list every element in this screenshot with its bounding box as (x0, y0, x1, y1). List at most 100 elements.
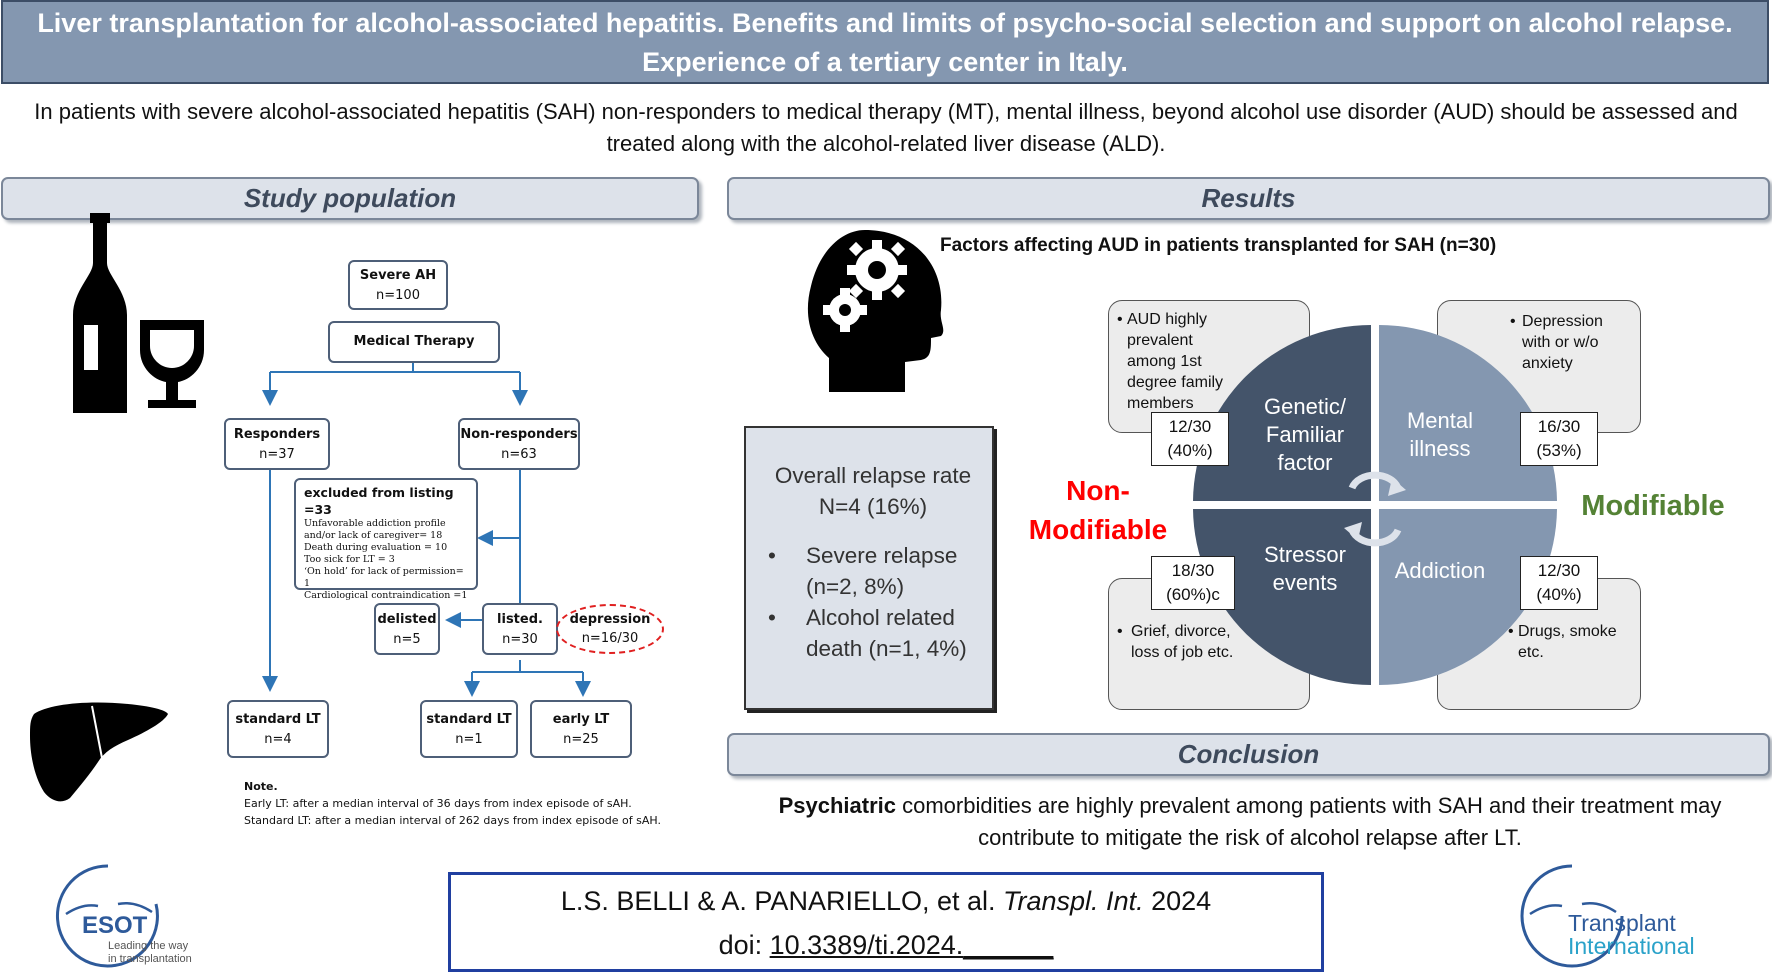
esot-tagline: Leading the way in transplantation (108, 940, 238, 966)
listed-count: n=30 (502, 632, 538, 647)
listed-box: listed. n=30 (482, 603, 558, 655)
doi-link[interactable]: 10.3389/ti.2024. (769, 930, 964, 960)
note-standard-lt: Standard LT: after a median interval of … (244, 814, 661, 827)
citation-box: L.S. BELLI & A. PANARIELLO, et al. Trans… (448, 872, 1324, 972)
page-title: Liver transplantation for alcohol-associ… (37, 8, 1733, 77)
note-title: Note. (244, 780, 278, 793)
relapse-bullet: • Severe relapse (n=2, 8%) (764, 540, 982, 602)
excluded-reason: Death during evaluation = 10 (304, 542, 448, 553)
standard-lt-count: n=1 (455, 732, 483, 747)
severe-ah-label: Severe AH (359, 268, 437, 283)
genetic-description-bound: AUD highly prevalent among 1st degree fa… (1127, 311, 1224, 412)
delisted-count: n=5 (393, 632, 421, 647)
key-message: In patients with severe alcohol-associat… (34, 99, 1738, 156)
conclusion-header-label: Conclusion (1177, 739, 1320, 769)
genetic-description: • AUD highly prevalent among 1st degree … (1117, 309, 1301, 414)
bullet-icon: • (768, 543, 776, 568)
esot-logo: ESOT Leading the way in transplantation (52, 860, 232, 972)
bullet-icon: • (768, 605, 776, 630)
medical-therapy-label: Medical Therapy (353, 334, 475, 349)
mental-description: • Depression with or w/o anxiety (1510, 311, 1630, 374)
note-early-lt: Early LT: after a median interval of 36 … (244, 797, 632, 810)
citation-line: L.S. BELLI & A. PANARIELLO, et al. Trans… (451, 879, 1321, 923)
transplant-international-logo: Transplant International (1518, 862, 1738, 972)
study-population-header: Study population (1, 177, 699, 220)
addiction-fraction: 12/30 (40%) (1520, 556, 1598, 610)
standard-lt-responders-box: standard LT n=4 (227, 700, 329, 758)
excluded-reason: Unfavorable addiction profile and/or lac… (304, 518, 446, 541)
relapse-title: Overall relapse rate (774, 463, 972, 488)
bullet-icon: • (1508, 623, 1514, 640)
title-banner: Liver transplantation for alcohol-associ… (1, 0, 1769, 84)
bullet-icon: • (1510, 313, 1516, 330)
mental-illness-label: Mental illness (1406, 408, 1474, 461)
doi-line: doi: 10.3389/ti.2024.______ (451, 923, 1321, 967)
mental-fraction: 16/30 (53%) (1520, 412, 1598, 466)
early-lt-box: early LT n=25 (530, 700, 632, 758)
standard-lt-label: standard LT (235, 712, 321, 727)
wine-glass-icon (140, 320, 204, 408)
mental-description-box: • Depression with or w/o anxiety (1437, 300, 1641, 433)
conclusion-bold: Psychiatric (778, 793, 896, 818)
wine-bottle-icon (73, 213, 127, 413)
depression-count: n=16/30 (581, 631, 639, 646)
responders-label: Responders (233, 427, 321, 442)
citation-year: 2024 (1143, 886, 1212, 916)
non-modifiable-label: Non- Modifiable (1028, 475, 1168, 545)
delisted-label: delisted (377, 612, 437, 627)
excluded-reason: Too sick for LT = 3 (304, 554, 395, 565)
modifiable-label: Modifiable (1581, 490, 1725, 522)
non-responders-box: Non-responders n=63 (458, 418, 580, 470)
stressor-description-text: Grief, divorce, loss of job etc. (1131, 623, 1234, 661)
ti-line1: Transplant (1568, 910, 1676, 936)
relapse-bullet-text: Alcohol related death (n=1, 4%) (806, 605, 967, 661)
responders-box: Responders n=37 (224, 418, 330, 470)
ti-ring-icon (1520, 864, 1624, 968)
excluded-box: excluded from listing =33 Unfavorable ad… (294, 478, 478, 601)
conclusion-body: comorbidities are highly prevalent among… (895, 793, 1722, 850)
citation-authors: L.S. BELLI & A. PANARIELLO, et al. (560, 886, 1004, 916)
non-responders-count: n=63 (501, 447, 537, 462)
stressor-fraction: 18/30 (60%)c (1151, 556, 1235, 610)
standard-lt-count: n=4 (264, 732, 292, 747)
factor-quadrant-circle (1193, 325, 1557, 685)
cycle-arrows-icon (1344, 471, 1406, 547)
relapse-count: N=4 (16%) (818, 494, 928, 519)
esot-tagline-1: Leading the way (108, 940, 189, 952)
doi-blank: ______ (963, 930, 1054, 960)
flowchart-connectors (262, 363, 591, 697)
relapse-bullet-text: Severe relapse (n=2, 8%) (806, 543, 958, 599)
flowchart-note: Note. Early LT: after a median interval … (244, 778, 694, 829)
excluded-label: excluded from listing =33 (304, 485, 454, 517)
doi-prefix: doi: (718, 930, 770, 960)
results-header: Results (727, 177, 1770, 220)
conclusion-header: Conclusion (727, 733, 1770, 776)
results-header-label: Results (1201, 183, 1296, 213)
addiction-description-text: Drugs, smoke etc. (1518, 623, 1617, 661)
excluded-reason: Cardiological contraindication =1 (304, 590, 468, 601)
severe-ah-box: Severe AH n=100 (348, 260, 448, 310)
relapse-bullet: • Alcohol related death (n=1, 4%) (764, 602, 982, 664)
esot-name: ESOT (82, 912, 148, 939)
genetic-fraction: 12/30 (40%) (1151, 412, 1229, 466)
factors-title: Factors affecting AUD in patients transp… (940, 235, 1497, 256)
non-responders-label: Non-responders (460, 427, 578, 442)
delisted-box: delisted n=5 (374, 603, 440, 655)
depression-oval: depression n=16/30 (556, 604, 664, 654)
listed-label: listed. (497, 612, 543, 627)
head-gears-icon (807, 230, 944, 392)
addiction-description: • Drugs, smoke etc. (1508, 621, 1632, 663)
esot-tagline-2: in transplantation (108, 953, 192, 965)
genetic-factor-label: Genetic/ Familiar factor (1264, 394, 1346, 475)
genetic-description-text: AUD highly prevalent among 1st degree fa… (1127, 309, 1231, 414)
responders-count: n=37 (259, 447, 295, 462)
overall-relapse-box: Overall relapse rate N=4 (16%) • Severe … (744, 426, 994, 710)
addiction-label: Addiction (1394, 558, 1486, 583)
early-lt-label: early LT (552, 712, 610, 727)
conclusion-text: Psychiatric comorbidities are highly pre… (750, 790, 1750, 854)
standard-lt-label: standard LT (426, 712, 512, 727)
ti-line2: International (1568, 933, 1695, 959)
standard-lt-listed-box: standard LT n=1 (420, 700, 518, 758)
severe-ah-count: n=100 (376, 288, 420, 303)
liver-icon (30, 702, 168, 802)
